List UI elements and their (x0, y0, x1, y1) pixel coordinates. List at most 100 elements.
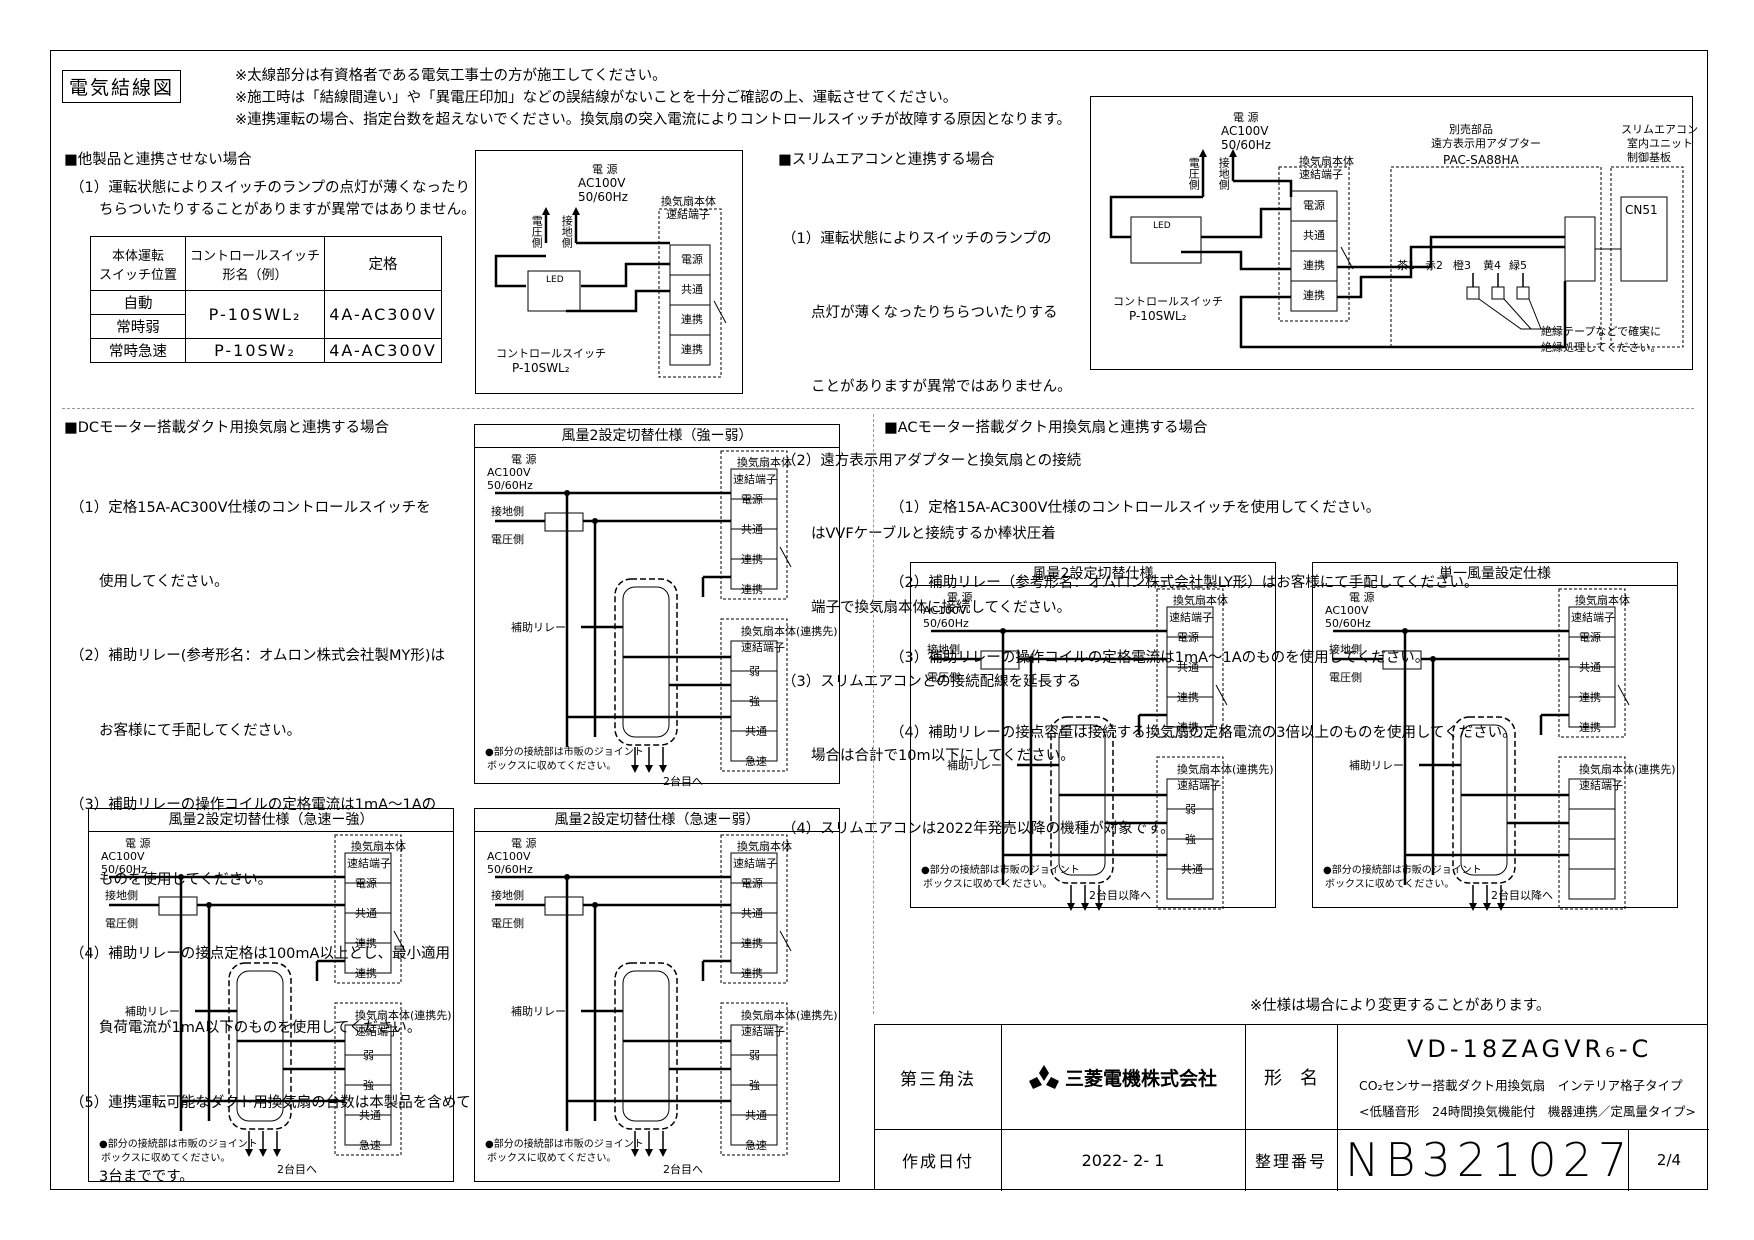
wire-label: 黄4 (1483, 259, 1501, 272)
ac-label: AC100V (101, 850, 145, 863)
terminal-link: 連携 (1177, 721, 1199, 734)
hz-label: 50/60Hz (101, 863, 147, 876)
junction-note: ボックスに収めてください。 (487, 761, 617, 772)
terminal-strong: 強 (749, 695, 760, 708)
terminal-link: 連携 (741, 583, 763, 596)
note-line: 点灯が薄くなったりちらついたりする (782, 304, 1058, 321)
terminal-common: 共通 (745, 1109, 767, 1122)
header-notes: ※太線部分は有資格者である電気工事士の方が施工してください。 ※施工時は「結線間… (235, 66, 1071, 131)
section1-notes: （1）運転状態によりスイッチのランプの点灯が薄くなったり ちらついたりすることが… (70, 178, 476, 222)
relay-label: 補助リレー (511, 621, 566, 634)
switch-table: 本体運転 スイッチ位置 コントロールスイッチ 形名（例） 定格 自動 P-10S… (90, 236, 442, 363)
power-label: 電 源 (511, 453, 537, 466)
terminal-power: 電源 (681, 253, 703, 266)
led-label: LED (1153, 221, 1171, 231)
terminal-common: 共通 (355, 907, 377, 920)
fan-linked-label: 換気扇本体(連携先) (741, 625, 838, 638)
ac-label: AC100V (1221, 124, 1269, 138)
model-description: CO₂センサー搭載ダクト用換気扇 インテリア格子タイプ (1359, 1078, 1683, 1093)
note-line: 使用してください。 (70, 573, 229, 590)
power-label: 電 源 (1349, 591, 1375, 604)
aircon-label: スリムエアコン (1621, 123, 1698, 136)
note-line: （4）補助リレーの接点定格は100mA以上とし、最小適用 (70, 945, 450, 962)
ac-label: AC100V (923, 604, 967, 617)
terminal-label: 速結端子 (741, 1025, 785, 1038)
power-label: 電 源 (125, 837, 151, 850)
note-line: ことがありますが異常ではありません。 (782, 378, 1072, 395)
note-line: （4）補助リレーの接点容量は接続する換気扇の定格電流の3倍以上のものを使用してく… (890, 725, 1517, 741)
relay-label: 補助リレー (947, 759, 1002, 772)
ac-label: AC100V (578, 176, 626, 190)
diagram-dc-strong-weak: 風量2設定切替仕様（強ー弱） (474, 424, 840, 788)
terminal-power: 電源 (1579, 631, 1601, 644)
note-line: （2）遠方表示用アダプターと換気扇との接続 (782, 452, 1082, 469)
date-label-cell: 作成日付 (875, 1129, 1002, 1191)
power-label: 電 源 (947, 591, 973, 604)
terminal-link: 連携 (681, 313, 703, 326)
voltage-side-label: 電圧側 (927, 671, 960, 684)
switch-model-label: P-10SWL₂ (512, 361, 570, 375)
note-line: お客様にて手配してください。 (70, 722, 302, 739)
terminal-label: 速結端子 (666, 208, 710, 221)
diagram-standalone: 電 源 AC100V 50/60Hz 電圧側 接地側 換気扇本体 速結端子 電源… (475, 150, 743, 394)
fan-body-label: 換気扇本体 (661, 195, 716, 208)
diagram-ac-single-setting: 単一風量設定仕様 (1312, 562, 1678, 911)
diagram-dc-rapid-strong: 風量2設定切替仕様（急速ー強） (88, 808, 454, 1182)
to-second-label: 2台目以降へ (1089, 889, 1151, 902)
section2-notes: （1）運転状態によりスイッチのランプの 点灯が薄くなったりちらついたりする こと… (782, 178, 1175, 867)
mitsubishi-logo-icon (1028, 1065, 1059, 1089)
voltage-side-label: 電圧側 (530, 215, 544, 248)
model-label-cell: 形 名 (1245, 1025, 1338, 1130)
junction-note: ●部分の接続部は市販のジョイント (485, 747, 644, 758)
terminal-label: 速結端子 (1169, 611, 1213, 624)
fan-body-label: 換気扇本体 (1299, 155, 1354, 168)
hz-label: 50/60Hz (1221, 138, 1271, 152)
ground-side-label: 接地側 (1329, 643, 1362, 656)
header-note: ※施工時は「結線間違い」や「異電圧印加」などの誤結線がないことを十分ご確認の上、… (235, 89, 958, 106)
note-line: （1）運転状態によりスイッチのランプの (782, 231, 1052, 248)
section1-title: ■他製品と連携させない場合 (64, 152, 252, 168)
terminal-link: 連携 (355, 967, 377, 980)
terminal-common: 共通 (741, 523, 763, 536)
fan-linked-label: 換気扇本体(連携先) (741, 1009, 838, 1022)
note-line: はVVFケーブルと接続するか棒状圧着 (782, 526, 1056, 543)
terminal-link: 連携 (1303, 289, 1325, 302)
document-number: NB321027 (1337, 1129, 1629, 1191)
adapter-model: PAC-SA88HA (1443, 153, 1519, 167)
terminal-weak: 弱 (1185, 803, 1196, 816)
junction-note: ●部分の接続部は市販のジョイント (99, 1139, 258, 1150)
hz-label: 50/60Hz (487, 479, 533, 492)
ground-side-label: 接地側 (560, 215, 574, 248)
fan-body-label: 換気扇本体 (1575, 594, 1630, 607)
wire-label: 茶1 (1397, 259, 1415, 272)
header-note: ※連携運転の場合、指定台数を超えないでください。換気扇の突入電流によりコントロー… (235, 111, 1072, 128)
power-label: 電 源 (1233, 111, 1259, 124)
hz-label: 50/60Hz (578, 190, 628, 204)
terminal-common: 共通 (1177, 661, 1199, 674)
terminal-strong: 強 (1185, 833, 1196, 846)
terminal-power: 電源 (741, 493, 763, 506)
terminal-strong: 強 (749, 1079, 760, 1092)
terminal-label: 速結端子 (347, 857, 391, 870)
terminal-link: 連携 (741, 967, 763, 980)
terminal-link: 連携 (355, 937, 377, 950)
section4-title: ■ACモーター搭載ダクト用換気扇と連携する場合 (884, 420, 1208, 436)
terminal-power: 電源 (741, 877, 763, 890)
to-second-label: 2台目へ (663, 1163, 703, 1176)
to-second-label: 2台目へ (277, 1163, 317, 1176)
terminal-common: 共通 (681, 283, 703, 296)
junction-note: ボックスに収めてください。 (487, 1153, 617, 1164)
hz-label: 50/60Hz (1325, 617, 1371, 630)
table-cell: 4A-AC300V (324, 290, 442, 339)
diagram-title: 風量2設定切替仕様（急速ー弱） (475, 809, 839, 832)
terminal-label: 速結端子 (741, 641, 785, 654)
note-line: （1）運転状態によりスイッチのランプの点灯が薄くなったり (70, 180, 470, 196)
hz-label: 50/60Hz (487, 863, 533, 876)
terminal-common: 共通 (1303, 229, 1325, 242)
note-line: 端子で換気扇本体に接続してください。 (782, 600, 1072, 617)
page-title: 電気結線図 (62, 70, 182, 103)
terminal-power: 電源 (1177, 631, 1199, 644)
to-second-label: 2台目以降へ (1491, 889, 1553, 902)
note-line: 場合は合計で10m以下にしてください。 (782, 747, 1075, 764)
model-cell: VD-18ZAGVR₆-C CO₂センサー搭載ダクト用換気扇 インテリア格子タイ… (1337, 1025, 1709, 1130)
